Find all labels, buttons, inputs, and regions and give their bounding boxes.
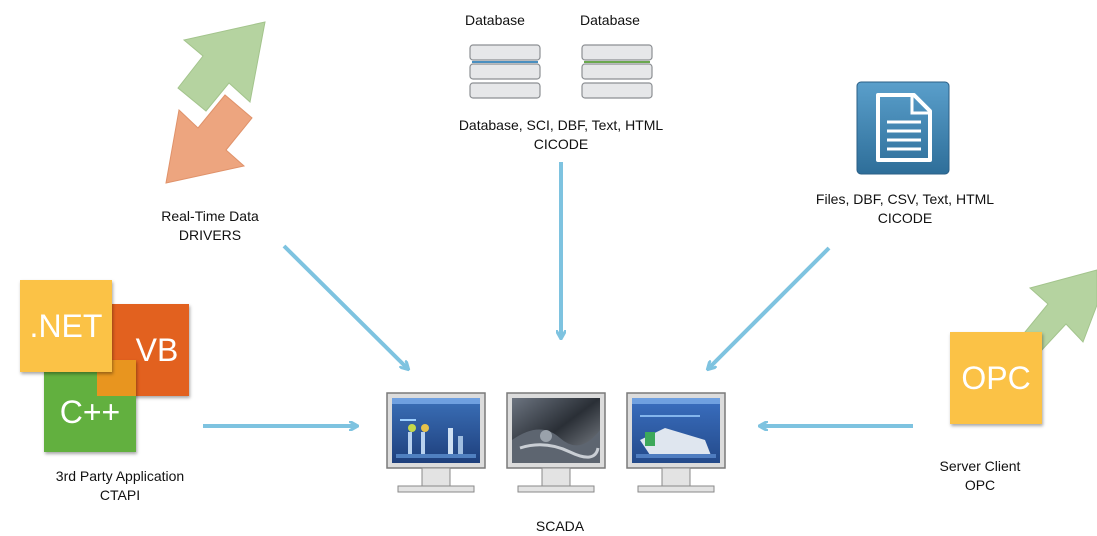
realtime-arrows-icon: [165, 21, 266, 184]
files-caption-line1: Files, DBF, CSV, Text, HTML: [815, 191, 995, 207]
files-caption-line2: CICODE: [877, 210, 933, 226]
third-party-caption-line2: CTAPI: [99, 487, 141, 503]
database-right-title: Database: [580, 12, 640, 28]
tile-net-label: .NET: [29, 308, 103, 344]
database-left-title: Database: [465, 12, 525, 28]
tile-cpp-label: C++: [59, 394, 121, 430]
scada-label: SCADA: [535, 518, 585, 534]
tile-opc-label: OPC: [961, 359, 1031, 396]
connector-realtime: [282, 244, 408, 369]
monitor-2: [506, 392, 606, 493]
realtime-caption-line1: Real-Time Data: [161, 208, 259, 224]
database-caption-line2: CICODE: [533, 136, 589, 152]
realtime-caption-line2: DRIVERS: [178, 227, 242, 243]
document-icon: [856, 81, 950, 175]
tile-net: .NET: [20, 280, 112, 372]
monitor-3: [626, 392, 726, 493]
database-caption-line1: Database, SCI, DBF, Text, HTML: [458, 117, 664, 133]
connectors: [203, 162, 913, 426]
arrow-down-icon: [165, 94, 253, 184]
tile-vb-label: VB: [135, 331, 179, 368]
opc-caption-line1: Server Client: [939, 458, 1021, 474]
files-caption: Files, DBF, CSV, Text, HTML CICODE: [785, 190, 1025, 228]
database-left-icon: [469, 44, 541, 99]
opc-caption: Server Client OPC: [905, 457, 1055, 495]
monitor-1: [386, 392, 486, 493]
connector-files: [708, 246, 831, 369]
tile-opc: OPC: [950, 332, 1042, 424]
arrow-up-icon: [177, 21, 266, 112]
realtime-caption: Real-Time Data DRIVERS: [130, 207, 290, 245]
database-caption: Database, SCI, DBF, Text, HTML CICODE: [430, 116, 692, 154]
third-party-caption: 3rd Party Application CTAPI: [20, 467, 220, 505]
database-right-icon: [581, 44, 653, 99]
opc-caption-line2: OPC: [964, 477, 996, 493]
third-party-caption-line1: 3rd Party Application: [55, 468, 185, 484]
tile-vb: VB: [97, 304, 189, 396]
